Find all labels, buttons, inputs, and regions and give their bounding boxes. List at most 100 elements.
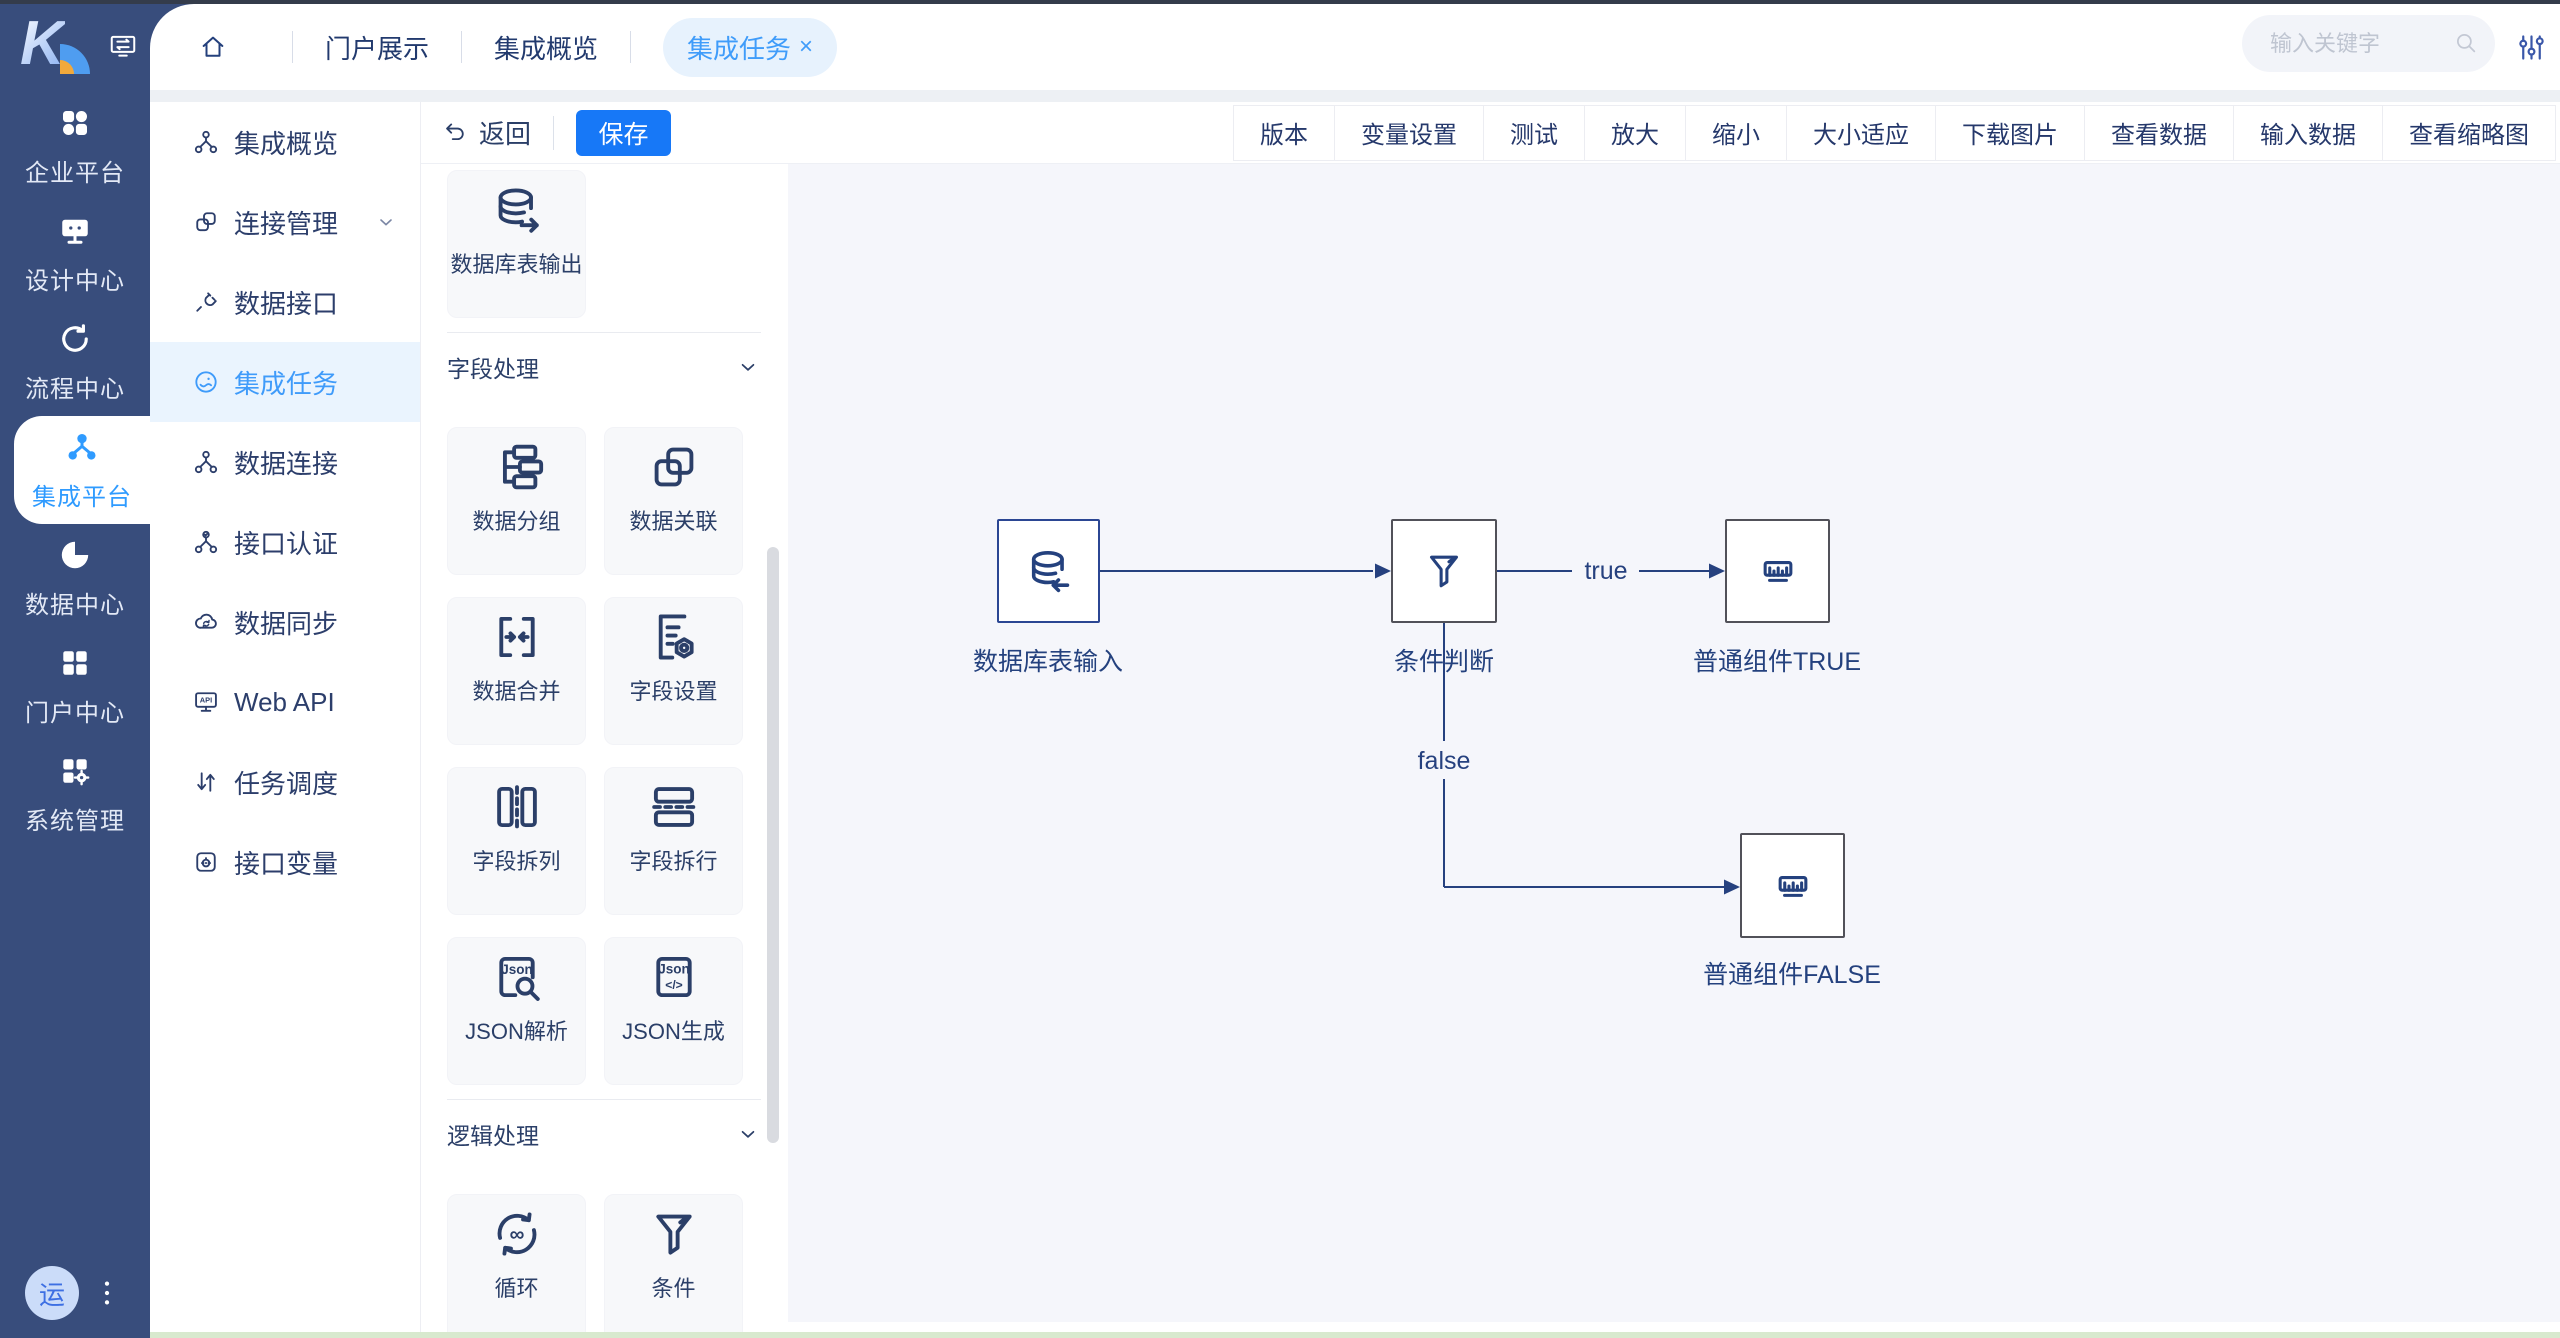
svg-text:true: true [1584,557,1627,585]
palette-section-title: 逻辑处理 [447,1123,539,1149]
more-dots-icon[interactable] [92,1278,122,1313]
plug-icon [192,288,220,316]
back-button[interactable]: 返回 [442,114,531,151]
sidebar-item-label: 门户中心 [25,699,125,727]
palette-card-label: JSON解析 [465,1019,568,1044]
toolbar-button-8[interactable]: 查看数据 [2084,105,2233,160]
palette-card-label: 数据合并 [472,679,561,704]
tab-2[interactable]: 集成概览 [494,33,599,64]
palette-card-label: 循环 [494,1276,539,1301]
save-button[interactable]: 保存 [576,109,672,156]
menu-item-label: 集成概览 [234,128,339,159]
sidebar-item-6[interactable]: 门户中心 [0,632,150,740]
palette-card[interactable]: 字段拆列 [447,767,586,915]
toolbar-button-5[interactable]: 缩小 [1685,105,1786,160]
menu-item-3[interactable]: 数据接口 [150,262,420,342]
collapse-sidebar-icon[interactable] [108,30,138,65]
funnel-icon [1421,548,1467,594]
task-icon [192,368,220,396]
splitc-icon [488,778,546,836]
sidebar-item-2[interactable]: 设计中心 [0,200,150,308]
close-icon[interactable]: × [799,33,814,60]
palette-card[interactable]: Json</> JSON生成 [604,937,743,1085]
avatar[interactable]: 运 [25,1266,79,1320]
sidebar-item-1[interactable]: 企业平台 [0,92,150,200]
home-icon[interactable] [198,32,228,62]
primary-sidebar: K 企业平台设计中心流程中心集成平台数据中心门户中心系统管理 运 [0,0,150,1338]
palette-card-label: 字段拆列 [472,849,561,874]
palette-card[interactable]: 条件 [604,1194,743,1338]
svg-text:Json: Json [658,962,690,977]
palette-section-header: 字段处理 [447,351,761,383]
sidebar-item-label: 集成平台 [32,483,132,511]
component-icon [1755,548,1801,594]
palette-section-title: 字段处理 [447,356,539,382]
menu-item-2[interactable]: 连接管理 [150,182,420,262]
sidebar-item-3[interactable]: 流程中心 [0,308,150,416]
svg-text:false: false [1418,747,1471,775]
tab-1[interactable]: 门户展示 [325,33,430,64]
toolbar-button-3[interactable]: 测试 [1483,105,1584,160]
global-search [2242,15,2495,72]
palette-card[interactable]: 字段设置 [604,597,743,745]
sidebar-item-7[interactable]: 系统管理 [0,740,150,848]
chevron-down-icon[interactable] [374,210,398,234]
app-logo[interactable]: K [20,8,106,78]
toolbar-button-10[interactable]: 查看缩略图 [2382,105,2555,160]
menu-item-label: Web API [234,686,335,717]
tab-3[interactable]: 集成任务× [663,17,838,77]
edge-layer: true false [1100,557,1740,895]
tab-divider [630,31,632,63]
palette-card[interactable]: 字段拆行 [604,767,743,915]
sidebar-item-5[interactable]: 数据中心 [0,524,150,632]
toolbar-button-2[interactable]: 变量设置 [1334,105,1483,160]
sys-icon [57,753,93,794]
filter-sliders-icon[interactable] [2515,31,2548,69]
top-header: 门户展示 集成概览 集成任务× [150,4,2560,90]
toolbar-button-4[interactable]: 放大 [1584,105,1685,160]
menu-item-1[interactable]: 集成概览 [150,102,420,182]
flow-node-n1[interactable] [997,519,1100,623]
menu-item-5[interactable]: 数据连接 [150,422,420,502]
chevron-down-icon[interactable] [735,354,761,380]
node-label: 普通组件TRUE [1692,648,1862,676]
menu-item-label: 数据连接 [234,448,339,479]
menu-item-label: 数据同步 [234,608,339,639]
menu-item-10[interactable]: 接口变量 [150,822,420,902]
palette-card[interactable]: 数据分组 [447,427,586,575]
palette-card[interactable]: 数据库表输出 [447,170,586,318]
tab-divider [292,31,293,63]
toolbar-button-6[interactable]: 大小适应 [1786,105,1935,160]
flow-node-n2[interactable] [1391,519,1497,623]
search-input[interactable] [2268,29,2432,58]
palette-scrollbar[interactable] [767,547,779,1143]
toolbar-button-1[interactable]: 版本 [1260,122,1308,149]
sidebar-item-4[interactable]: 集成平台 [14,416,150,524]
menu-item-4[interactable]: 集成任务 [150,342,420,422]
menu-item-6[interactable]: 接口认证 [150,502,420,582]
menu-item-7[interactable]: 数据同步 [150,582,420,662]
component-icon [1770,863,1816,909]
sidebar-nav: 企业平台设计中心流程中心集成平台数据中心门户中心系统管理 [0,92,150,848]
toolbar-button-9[interactable]: 输入数据 [2233,105,2382,160]
chevron-down-icon[interactable] [735,1121,761,1147]
palette-card-label: JSON生成 [622,1019,725,1044]
group-icon [488,438,546,496]
palette-card[interactable]: 数据合并 [447,597,586,745]
svg-text:</>: </> [665,978,682,992]
flow-node-n4[interactable] [1740,833,1845,938]
flow-node-n3[interactable] [1725,519,1830,623]
header-gap-band [150,90,2560,102]
toolbar-button-7[interactable]: 下载图片 [1935,105,2084,160]
palette-divider [447,332,761,333]
menu-item-label: 数据接口 [234,288,339,319]
palette-card[interactable]: ∞循环 [447,1194,586,1338]
sched-icon [192,768,220,796]
palette-card[interactable]: 数据关联 [604,427,743,575]
node-label: 普通组件FALSE [1703,961,1881,989]
menu-item-9[interactable]: 任务调度 [150,742,420,822]
